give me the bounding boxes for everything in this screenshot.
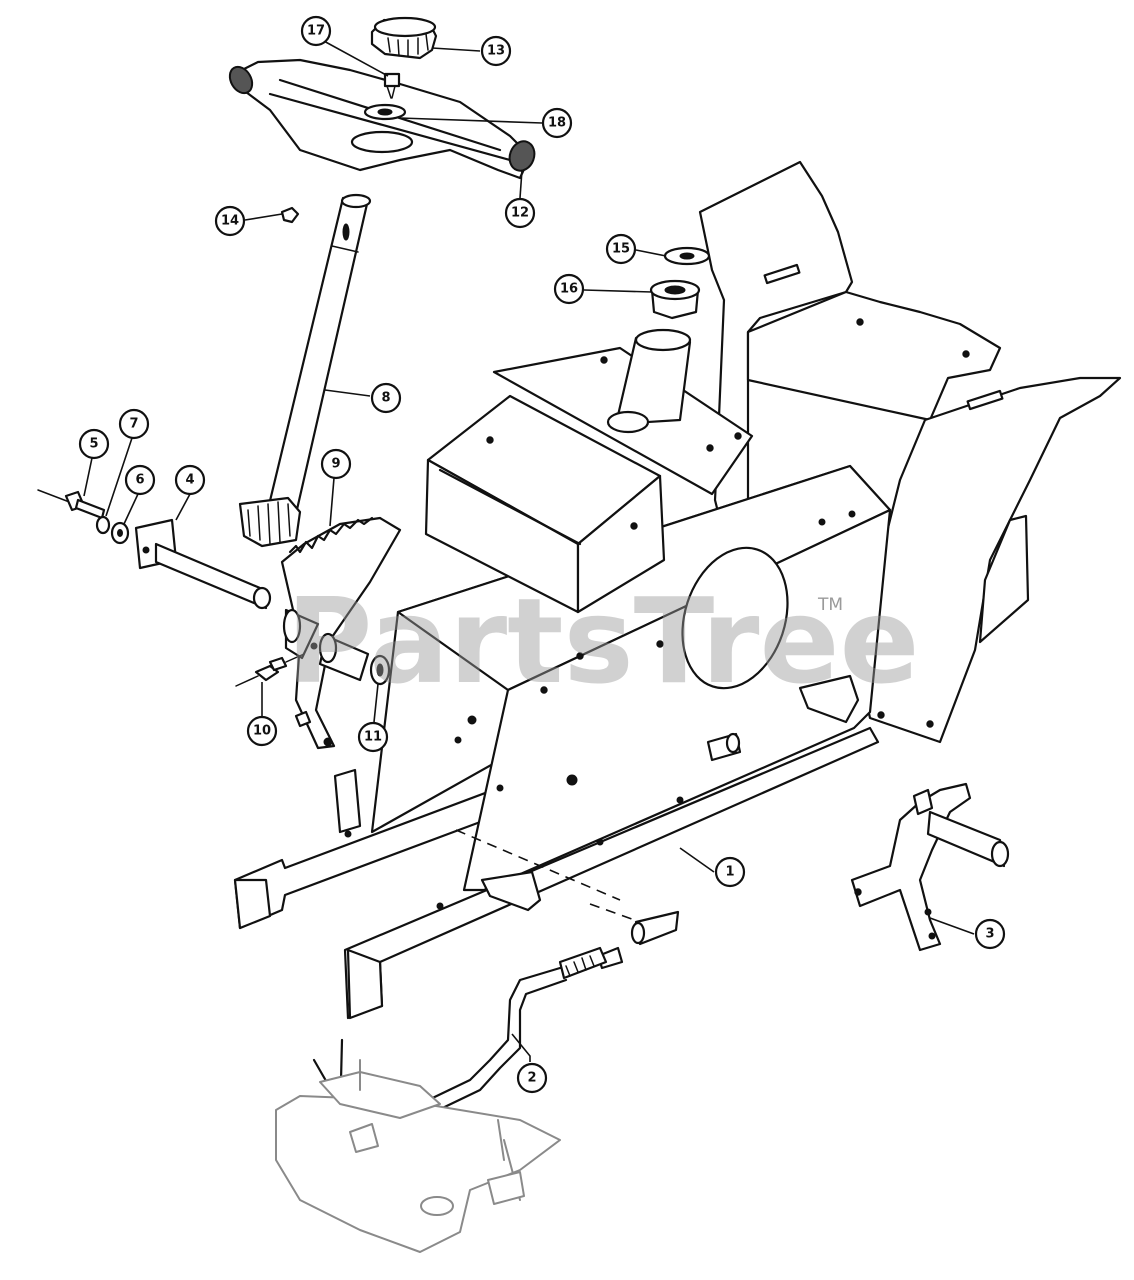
watermark: PartsTree TM	[286, 572, 920, 710]
callout-18[interactable]: 18	[541, 107, 573, 139]
bolt	[37, 489, 106, 520]
watermark-text: PartsTree	[286, 572, 920, 710]
callout-10[interactable]: 10	[246, 715, 278, 747]
flat-washer	[110, 521, 130, 545]
callout-6[interactable]: 6	[124, 464, 156, 496]
front-axle	[275, 1059, 561, 1253]
callout-16[interactable]: 16	[553, 273, 585, 305]
svg-text:12: 12	[511, 206, 529, 221]
svg-text:15: 15	[612, 242, 630, 257]
svg-text:4: 4	[185, 473, 194, 488]
callout-13[interactable]: 13	[480, 35, 512, 67]
svg-text:1: 1	[725, 865, 734, 880]
svg-text:18: 18	[548, 116, 566, 131]
svg-text:2: 2	[527, 1071, 536, 1086]
callout-3[interactable]: 3	[974, 918, 1006, 950]
column-collar	[649, 279, 701, 320]
svg-text:5: 5	[89, 437, 98, 452]
svg-text:10: 10	[253, 724, 271, 739]
main-frame	[233, 328, 892, 1020]
callout-5[interactable]: 5	[78, 428, 110, 460]
svg-text:11: 11	[364, 730, 382, 745]
key-part	[280, 206, 300, 224]
steering-column	[238, 193, 372, 548]
callout-12[interactable]: 12	[504, 197, 536, 229]
callout-8[interactable]: 8	[370, 382, 402, 414]
callouts: 1 2 3 4 5 6	[78, 15, 1006, 1094]
lock-washer	[95, 515, 111, 535]
svg-text:16: 16	[560, 282, 578, 297]
callout-7[interactable]: 7	[118, 408, 150, 440]
svg-text:3: 3	[985, 927, 994, 942]
column-washer	[663, 246, 711, 266]
callout-14[interactable]: 14	[214, 205, 246, 237]
callout-2[interactable]: 2	[516, 1062, 548, 1094]
callout-9[interactable]: 9	[320, 448, 352, 480]
watermark-trademark: TM	[817, 595, 843, 615]
axle-shaft	[134, 518, 370, 682]
callout-15[interactable]: 15	[605, 233, 637, 265]
wheel-washer	[363, 103, 407, 121]
svg-text:6: 6	[135, 473, 144, 488]
callout-4[interactable]: 4	[174, 464, 206, 496]
svg-text:9: 9	[331, 457, 340, 472]
callout-11[interactable]: 11	[357, 721, 389, 753]
spacer-washer	[369, 654, 391, 686]
svg-text:17: 17	[307, 24, 325, 39]
wheel-cap	[370, 16, 438, 60]
callout-17[interactable]: 17	[300, 15, 332, 47]
center-bolt	[383, 72, 401, 99]
grease-fitting	[235, 653, 312, 728]
svg-text:7: 7	[129, 417, 138, 432]
svg-text:8: 8	[381, 391, 390, 406]
steering-arm	[850, 782, 1010, 952]
svg-text:13: 13	[487, 44, 505, 59]
callout-1[interactable]: 1	[714, 856, 746, 888]
svg-text:14: 14	[221, 214, 239, 229]
